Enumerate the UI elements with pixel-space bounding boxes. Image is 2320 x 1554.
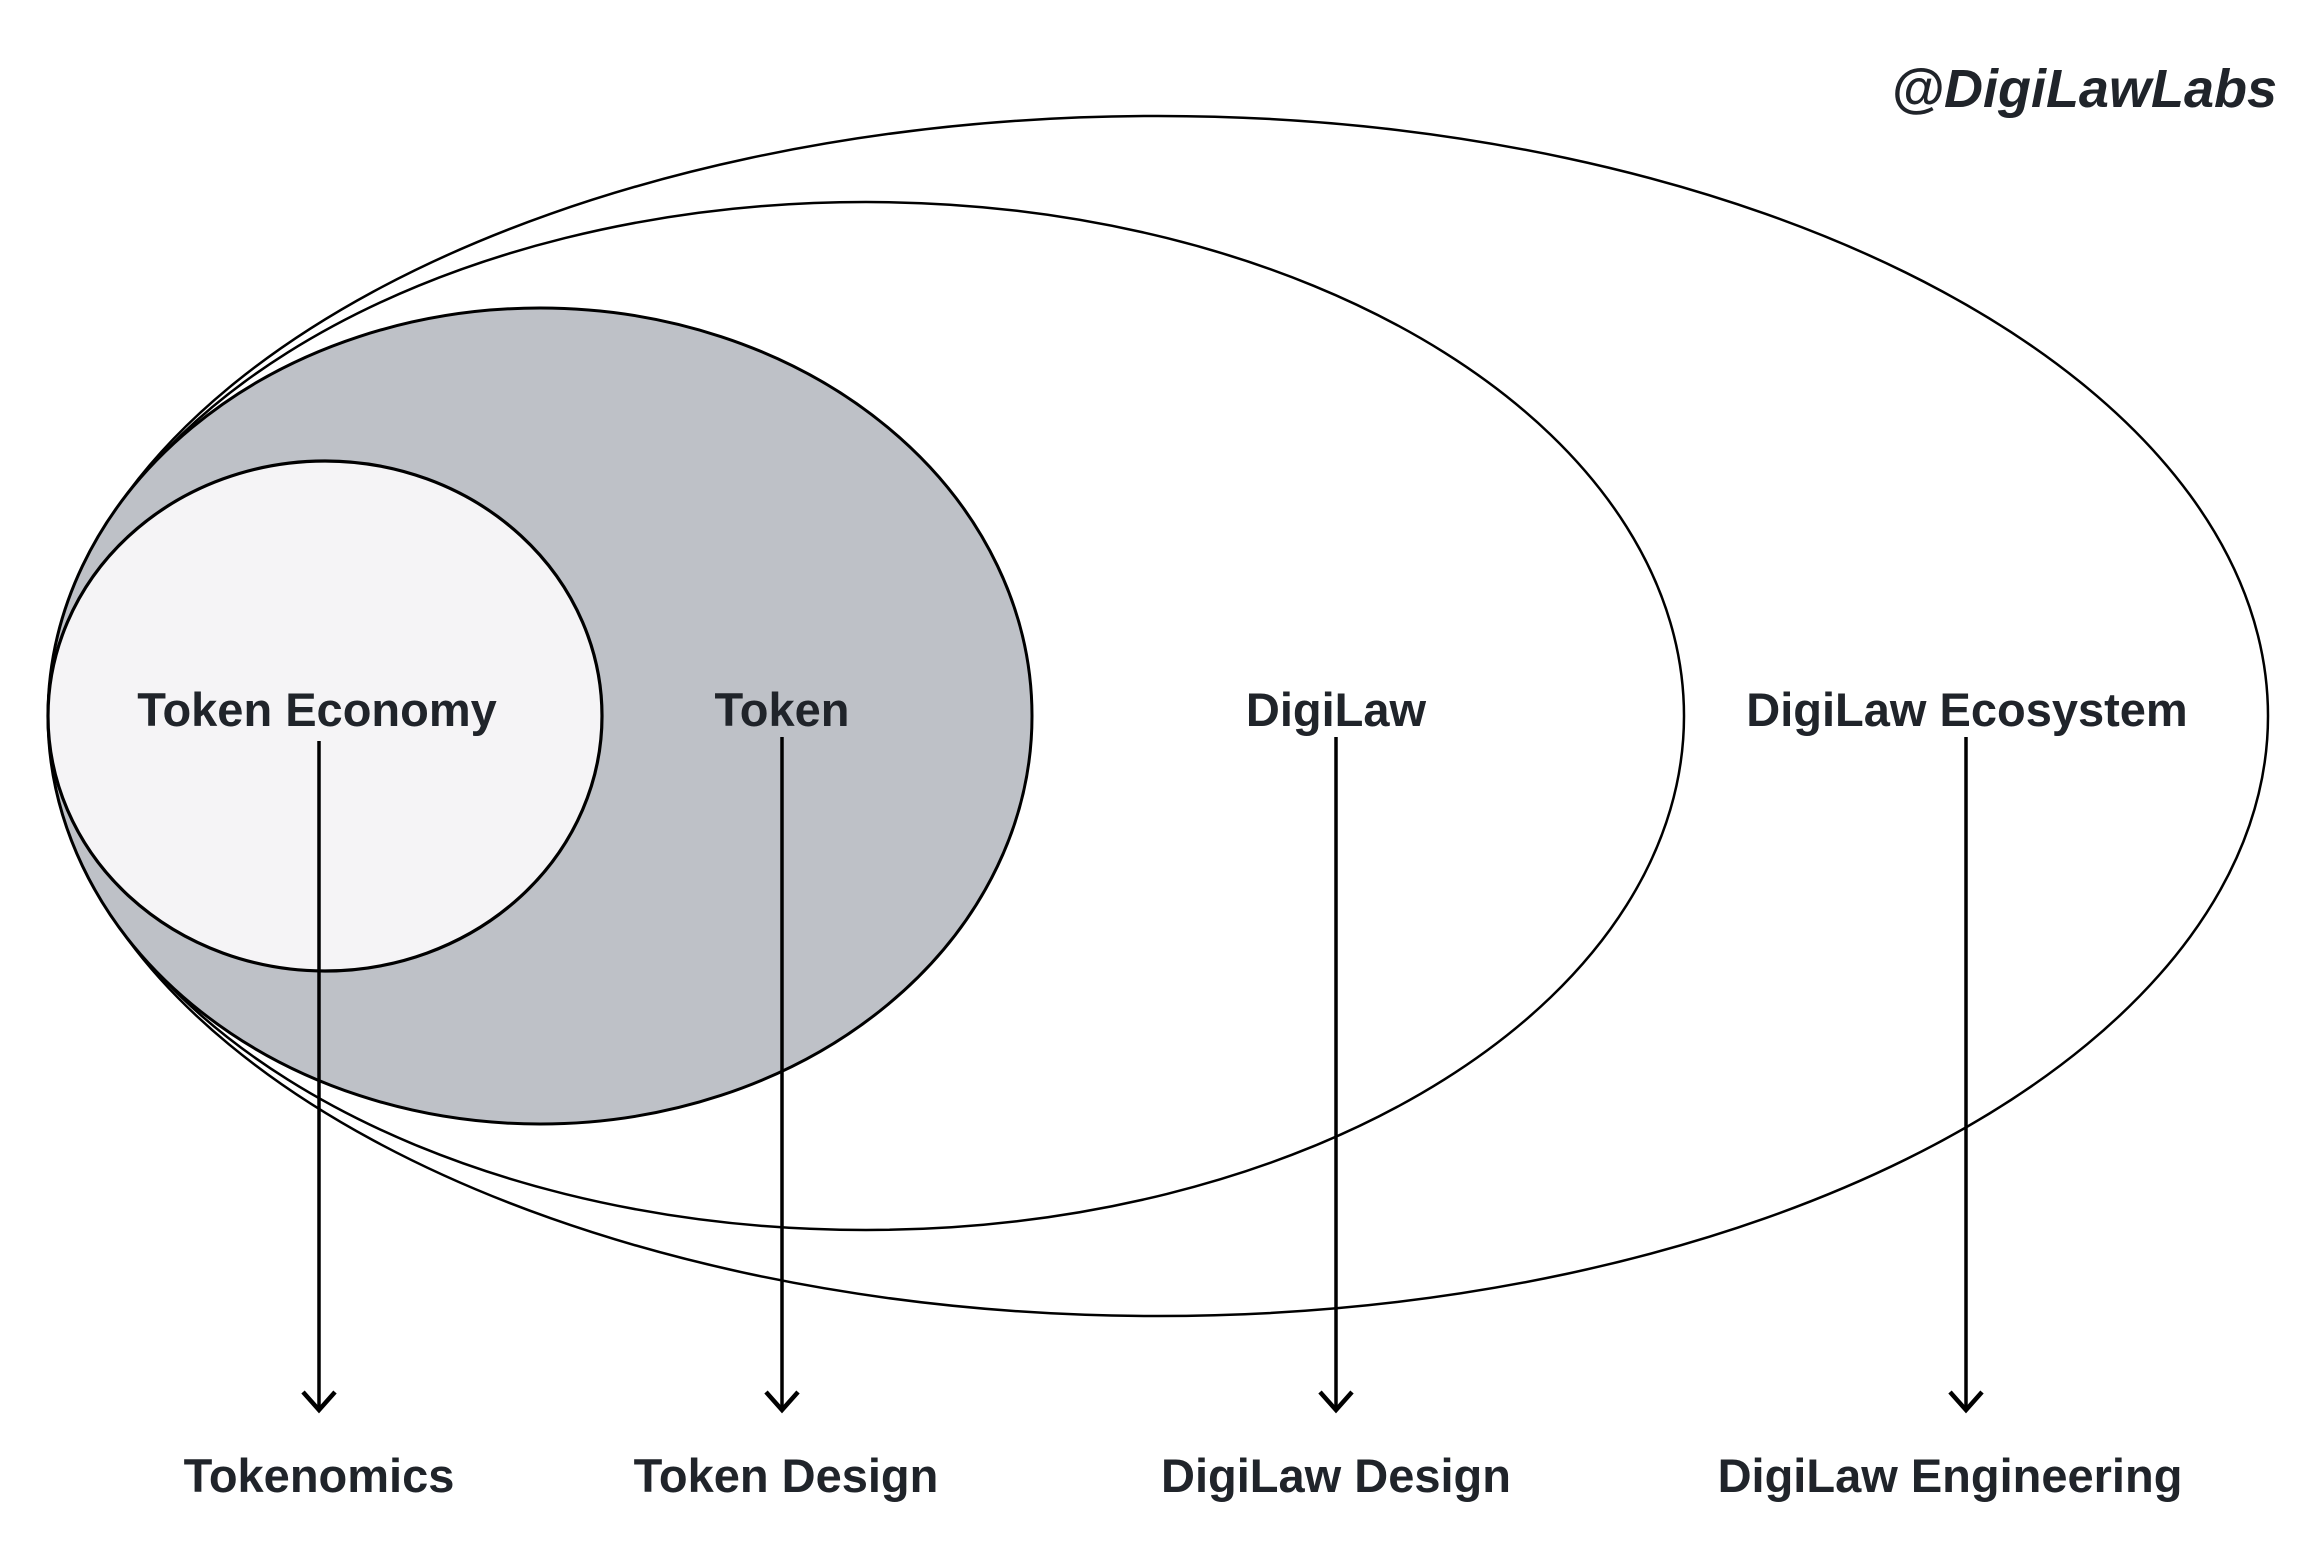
arrow-ecosystem-to-engineering [1948,737,1984,1414]
bottom-label-tokenomics: Tokenomics [183,1449,455,1503]
bottom-label-digilaw-design: DigiLaw Design [1161,1449,1511,1503]
bottom-label-token-design: Token Design [633,1449,939,1503]
arrow-token-economy-to-tokenomics [301,741,337,1414]
digilawlabs-handle: @DigiLawLabs [1891,59,2277,119]
ring-label-token: Token [714,683,850,737]
ring-label-digilaw-ecosystem: DigiLaw Ecosystem [1746,683,2188,737]
arrow-token-to-token-design [764,737,800,1414]
ring-label-token-economy: Token Economy [137,683,497,737]
ring-label-digilaw: DigiLaw [1245,683,1427,737]
bottom-label-digilaw-engineering: DigiLaw Engineering [1717,1449,2183,1503]
ellipse-token-economy [46,459,604,973]
arrow-digilaw-to-digilaw-design [1318,737,1354,1414]
